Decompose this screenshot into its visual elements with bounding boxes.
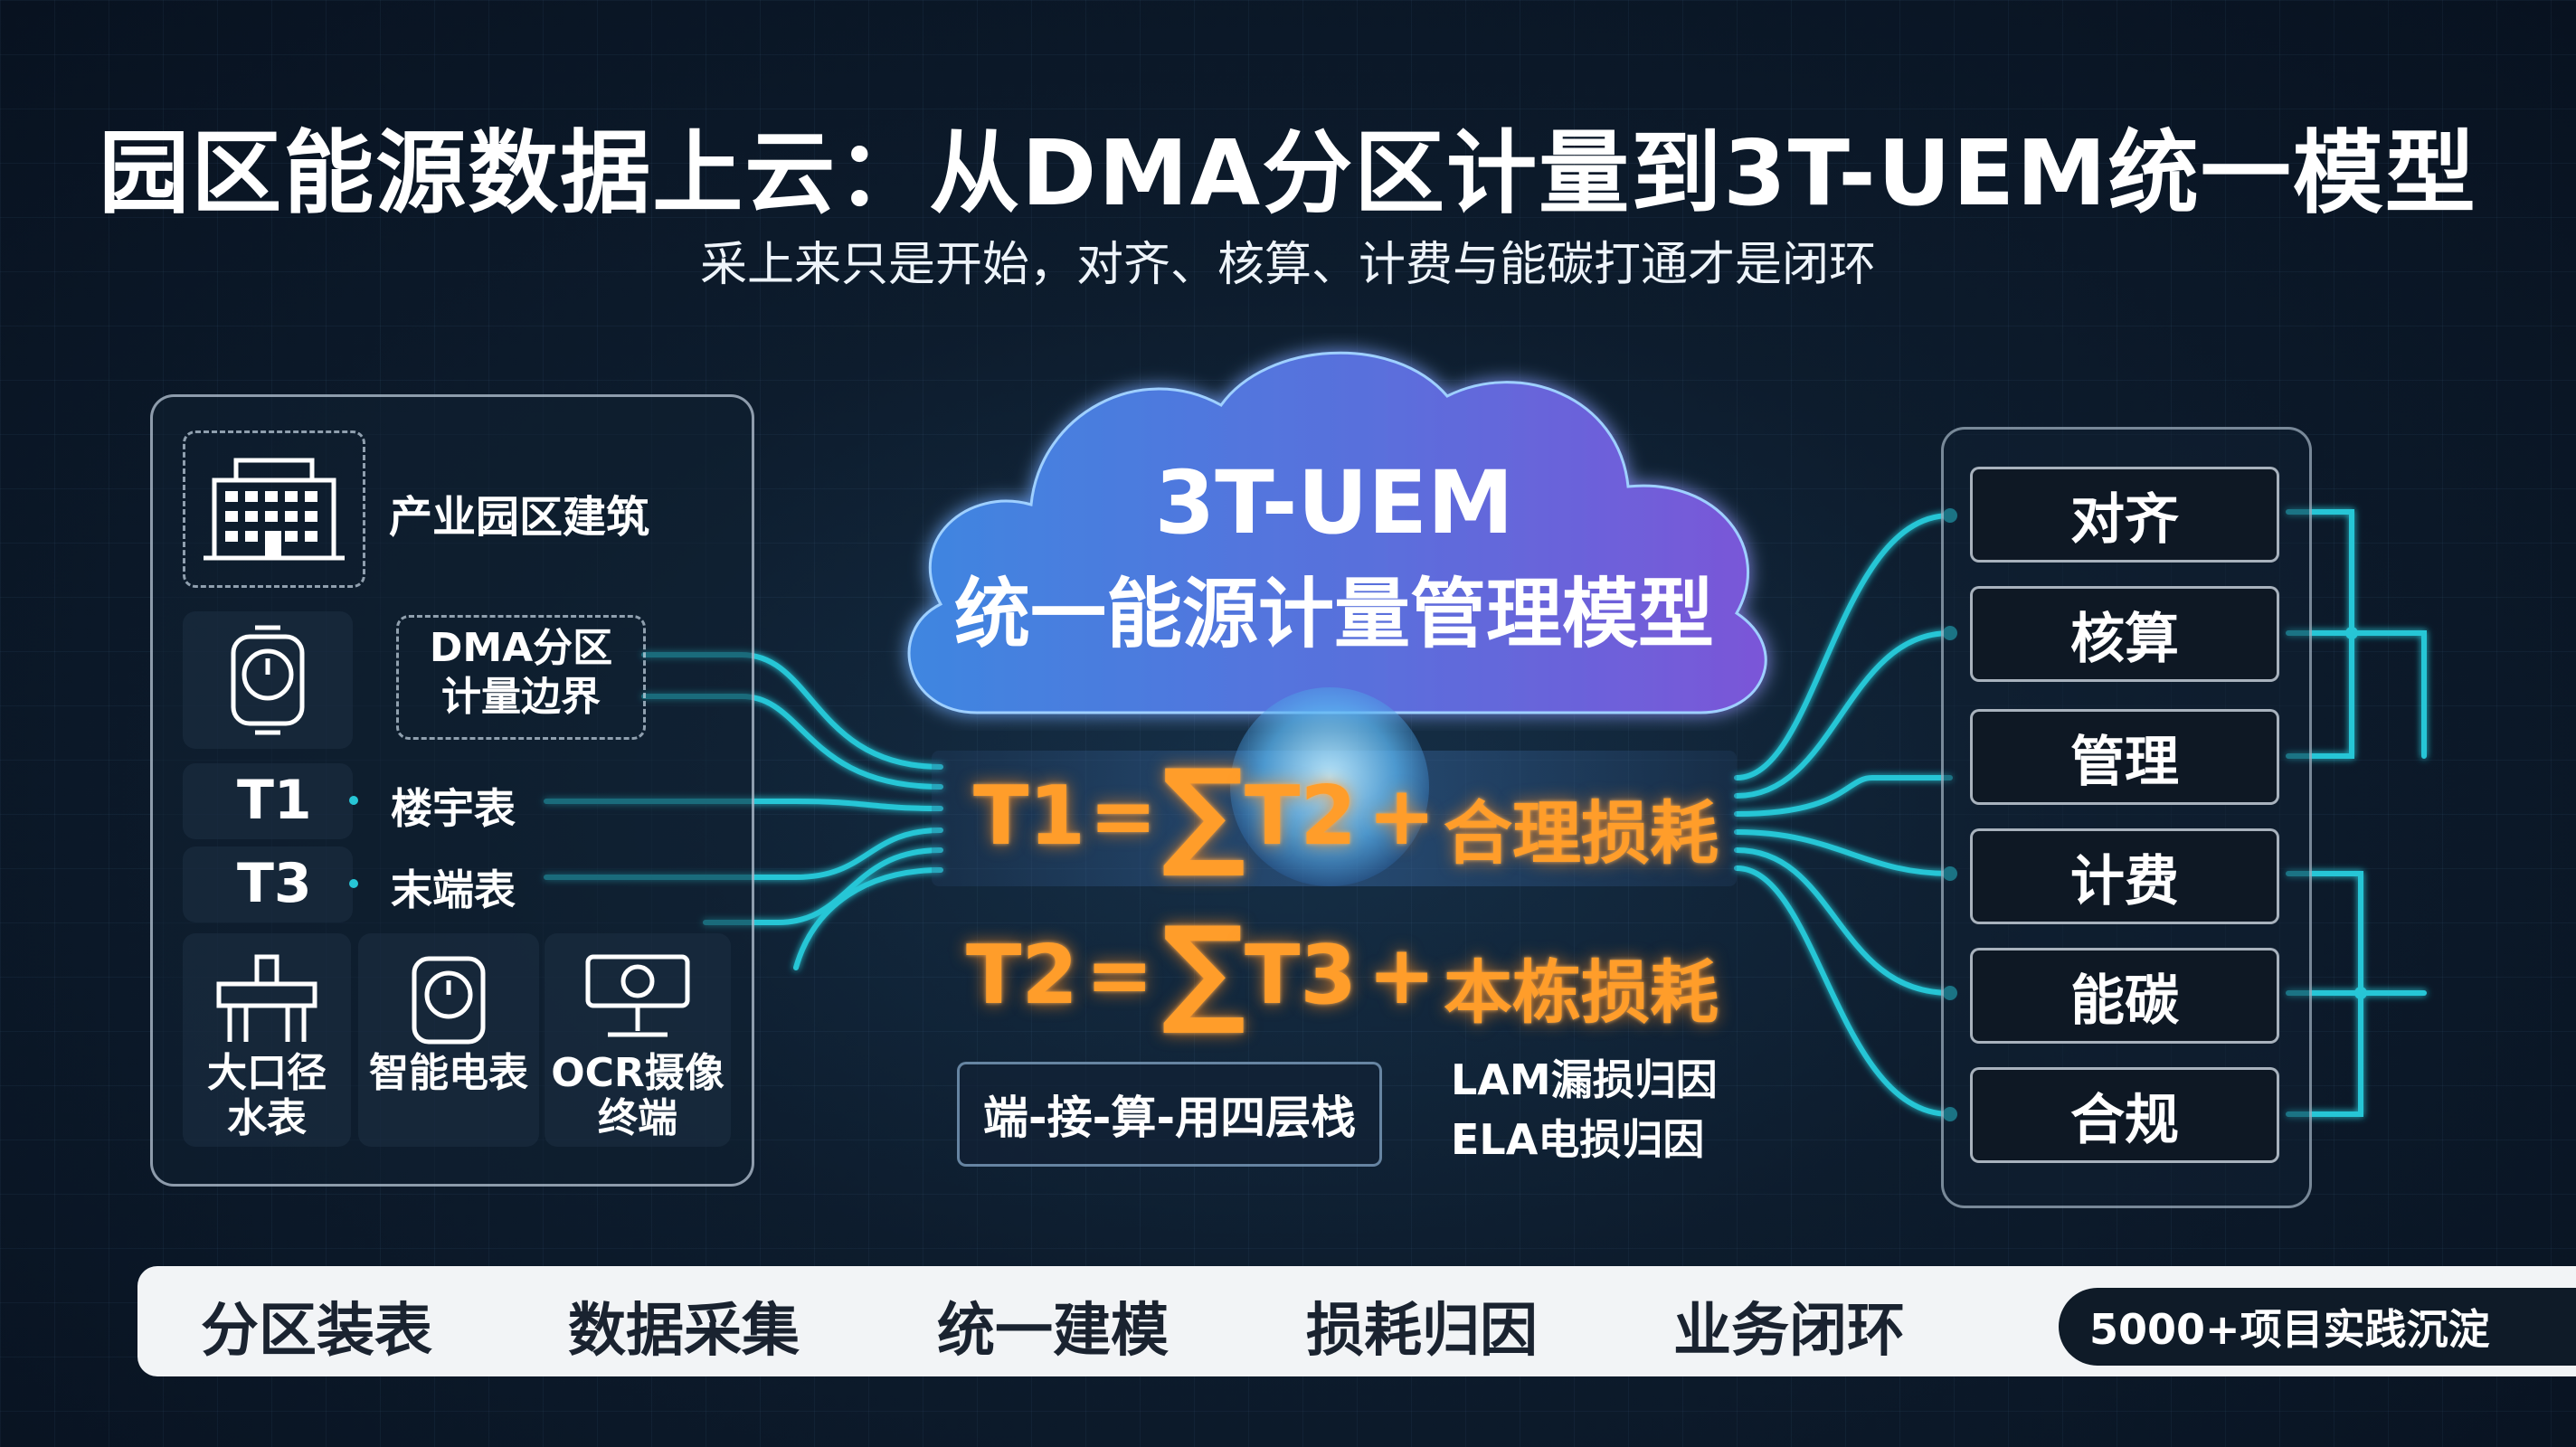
meter-cell	[183, 611, 353, 749]
device-label-ocr-camera-1: OCR摄像	[551, 1050, 724, 1096]
meter-icon	[231, 625, 305, 735]
dma-label-line1: DMA分区	[429, 625, 613, 671]
t3-cell	[183, 846, 353, 922]
t1-code: T1	[237, 769, 312, 832]
bottom-item-collection: 数据采集	[568, 1298, 800, 1365]
cloud-title: 3T-UEM	[1154, 452, 1514, 553]
right-item-compliance: 合规	[1970, 1067, 2279, 1163]
formula2-term: T3	[1245, 928, 1358, 1023]
formula2-lhs: T2	[966, 928, 1079, 1023]
formula2-rest: 本栋损耗	[1444, 952, 1719, 1033]
device-label-large-water-meter-2: 水表	[227, 1095, 307, 1141]
page-title: 园区能源数据上云：从DMA分区计量到3T-UEM统一模型	[99, 120, 2477, 226]
t3-label: 末端表	[391, 865, 516, 914]
glow-orb	[1230, 687, 1429, 886]
device-cell-large-water-meter	[183, 933, 351, 1147]
formula1-eq: =	[1089, 769, 1158, 864]
formula1-sigma: ∑	[1161, 743, 1246, 881]
cloud-shape	[907, 351, 1767, 714]
device-label-smart-meter: 智能电表	[369, 1050, 528, 1096]
formula1-rest: 合理损耗	[1444, 793, 1719, 874]
right-item-management: 管理	[1970, 709, 2279, 805]
device-cell-ocr-camera	[545, 933, 731, 1147]
t1-dot	[349, 796, 358, 805]
attribution-lam: LAM漏损归因	[1451, 1055, 1718, 1104]
dma-boundary-box	[396, 615, 646, 740]
formula1-lhs: T1	[973, 769, 1086, 864]
building-icon	[204, 458, 345, 561]
right-item-billing: 计费	[1970, 828, 2279, 924]
t3-code: T3	[237, 852, 312, 915]
t1-label: 楼宇表	[391, 784, 516, 833]
stack-box: 端-接-算-用四层栈	[957, 1062, 1382, 1167]
device-label-large-water-meter-1: 大口径	[207, 1050, 327, 1096]
formula2-eq: =	[1085, 928, 1154, 1023]
device-label-ocr-camera-2: 终端	[598, 1095, 677, 1141]
attribution-ela: ELA电损归因	[1451, 1115, 1705, 1164]
formula1-term: T2	[1245, 769, 1358, 864]
large-water-meter-icon	[216, 954, 317, 1042]
right-item-energy-carbon: 能碳	[1970, 948, 2279, 1044]
ocr-camera-icon	[585, 954, 690, 1037]
building-icon-frame	[183, 430, 365, 588]
experience-badge: 5000+项目实践沉淀	[2059, 1288, 2576, 1366]
right-item-align: 对齐	[1970, 467, 2279, 563]
building-label: 产业园区建筑	[389, 492, 650, 543]
t3-dot	[349, 879, 358, 888]
formula1-plus: +	[1368, 769, 1436, 864]
dma-label-line2: 计量边界	[441, 674, 601, 720]
right-item-accounting: 核算	[1970, 586, 2279, 682]
bottom-item-attribution: 损耗归因	[1306, 1298, 1538, 1365]
bottom-item-modeling: 统一建模	[937, 1298, 1169, 1365]
device-cell-smart-meter	[358, 933, 539, 1147]
bottom-item-closed-loop: 业务闭环	[1673, 1298, 1905, 1365]
page-subtitle: 采上来只是开始，对齐、核算、计费与能碳打通才是闭环	[699, 238, 1876, 292]
formula2-sigma: ∑	[1161, 901, 1246, 1038]
t1-cell	[183, 763, 353, 839]
formula2-plus: +	[1368, 928, 1436, 1023]
bottom-item-zoning: 分区装表	[201, 1298, 432, 1365]
cloud-subtitle: 统一能源计量管理模型	[953, 570, 1714, 658]
smart-meter-icon	[412, 956, 486, 1045]
